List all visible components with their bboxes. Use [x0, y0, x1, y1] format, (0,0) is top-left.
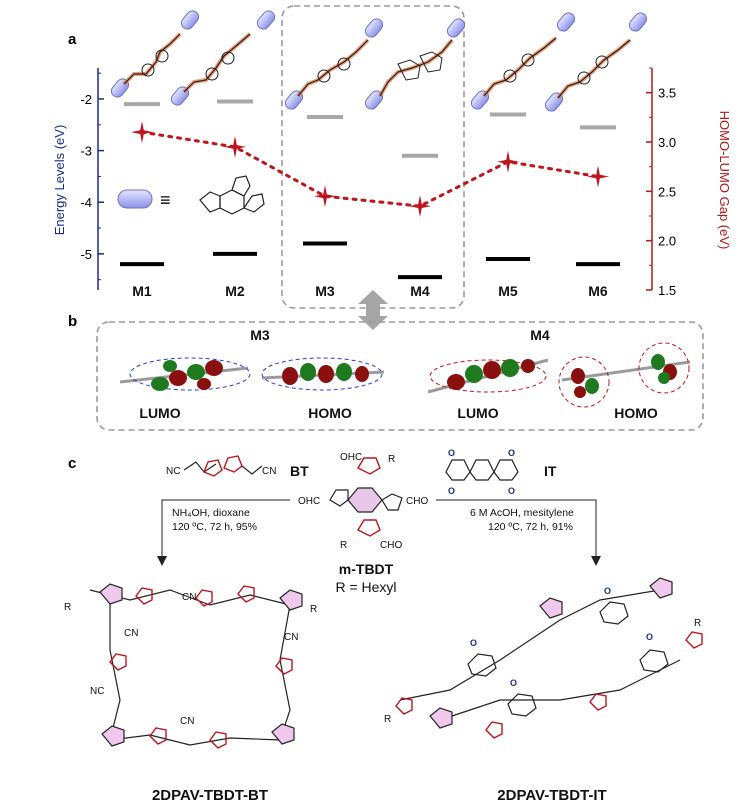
framework-bt-structure: CN CN NC CN CN R R	[64, 583, 317, 749]
right-axis: 3.5 3.0 2.5 2.0 1.5 HOMO-LUMO Gap (eV)	[646, 67, 732, 298]
svg-text:OHC: OHC	[340, 452, 362, 463]
left-tick-label: -5	[80, 247, 92, 262]
panel-c-label: c	[68, 455, 76, 472]
molecule-m2	[170, 10, 276, 106]
category-label: M1	[132, 283, 152, 299]
orbital-panel-box	[96, 321, 704, 431]
svg-text:CN: CN	[124, 628, 138, 639]
svg-text:CN: CN	[182, 592, 196, 603]
orbital-label-m3-lumo: LUMO	[139, 405, 180, 421]
reaction-arrow-left: NH₄OH, dioxane 120 ºC, 72 h, 95%	[157, 499, 290, 566]
svg-text:O: O	[448, 486, 455, 496]
svg-text:R: R	[310, 604, 317, 615]
product-right-name: 2DPAV-TBDT-IT	[497, 787, 606, 804]
category-label: M5	[498, 283, 518, 299]
left-tick-label: -4	[80, 195, 92, 210]
equivalence-symbol: ≡	[160, 190, 171, 210]
right-tick-label: 3.5	[658, 86, 676, 101]
svg-text:CN: CN	[284, 632, 298, 643]
double-arrow	[358, 290, 388, 330]
svg-text:O: O	[470, 638, 477, 648]
svg-text:NC: NC	[90, 686, 104, 697]
svg-text:O: O	[508, 448, 515, 458]
monomer-name: m-TBDT	[339, 561, 394, 577]
tbdt-core-icon	[199, 175, 265, 215]
orbital-m3-lumo	[119, 357, 251, 391]
right-axis-title: HOMO-LUMO Gap (eV)	[717, 111, 732, 250]
framework-it-structure: O O O O R R	[384, 577, 703, 739]
svg-text:O: O	[510, 678, 517, 688]
svg-text:OHC: OHC	[298, 496, 320, 507]
right-tick-label: 3.0	[658, 135, 676, 150]
category-label: M2	[225, 283, 245, 299]
left-condition-2: 120 ºC, 72 h, 95%	[172, 521, 257, 533]
molecule-m1	[110, 10, 200, 98]
gap-star-marker	[224, 135, 246, 158]
r-definition: R = Hexyl	[335, 579, 396, 595]
left-tick-label: -2	[80, 92, 92, 107]
right-tick-label: 2.0	[658, 234, 676, 249]
bt-monomer: NC CN BT	[166, 455, 309, 479]
mtbdt-monomer: OHC R OHC CHO R CHO m-TBDT R = Hexyl	[298, 452, 428, 595]
right-tick-label: 2.5	[658, 184, 676, 199]
svg-text:R: R	[384, 714, 391, 725]
right-tick-label: 1.5	[658, 283, 676, 298]
svg-text:R: R	[64, 602, 71, 613]
gap-trend-line	[140, 130, 600, 208]
orbital-group-m3: M3	[250, 327, 270, 343]
svg-text:CHO: CHO	[380, 540, 402, 551]
orbital-label-m3-homo: HOMO	[308, 405, 352, 421]
category-label: M3	[315, 283, 335, 299]
molecule-m3	[284, 18, 384, 110]
panel-a-label: a	[68, 31, 77, 48]
orbital-group-m4: M4	[530, 327, 550, 343]
left-axis-title: Energy Levels (eV)	[52, 125, 67, 236]
svg-text:O: O	[646, 632, 653, 642]
svg-text:CN: CN	[180, 716, 194, 727]
panel-b-label: b	[68, 313, 77, 330]
bt-nc-label: NC	[166, 466, 180, 477]
gap-star-marker	[497, 150, 519, 173]
molecule-m4	[364, 18, 466, 110]
it-label: IT	[544, 463, 557, 479]
pill-symbol-icon	[117, 189, 153, 209]
reaction-arrow-right: 6 M AcOH, mesitylene 120 ºC, 72 h, 91%	[436, 499, 601, 566]
it-monomer: O O O O IT	[445, 448, 557, 496]
bt-label: BT	[290, 463, 309, 479]
gap-star-marker	[587, 165, 609, 188]
gap-star-marker	[314, 185, 336, 208]
product-left-name: 2DPAV-TBDT-BT	[152, 787, 268, 804]
right-condition-2: 120 ºC, 72 h, 91%	[488, 521, 573, 533]
bt-cn-label: CN	[262, 466, 276, 477]
svg-text:R: R	[340, 540, 347, 551]
svg-text:R: R	[694, 618, 701, 629]
orbital-m4-homo	[558, 342, 691, 408]
orbital-label-m4-homo: HOMO	[614, 405, 658, 421]
building-block-legend: ≡	[117, 175, 265, 215]
left-condition-1: NH₄OH, dioxane	[172, 507, 250, 519]
svg-text:R: R	[388, 454, 395, 465]
left-tick-label: -3	[80, 144, 92, 159]
svg-text:O: O	[508, 486, 515, 496]
svg-text:CHO: CHO	[406, 496, 428, 507]
gap-star-marker	[131, 121, 153, 144]
right-condition-1: 6 M AcOH, mesitylene	[470, 507, 574, 519]
orbital-m3-homo	[261, 357, 385, 391]
molecule-m5	[470, 12, 576, 110]
category-label: M4	[410, 283, 430, 299]
orbital-m4-lumo	[427, 358, 549, 394]
svg-text:O: O	[604, 586, 611, 596]
gap-star-marker	[409, 195, 431, 218]
left-axis: -2 -3 -4 -5 Energy Levels (eV)	[52, 68, 104, 290]
molecule-m6	[544, 12, 648, 112]
category-label: M6	[588, 283, 608, 299]
svg-text:O: O	[448, 448, 455, 458]
orbital-label-m4-lumo: LUMO	[457, 405, 498, 421]
